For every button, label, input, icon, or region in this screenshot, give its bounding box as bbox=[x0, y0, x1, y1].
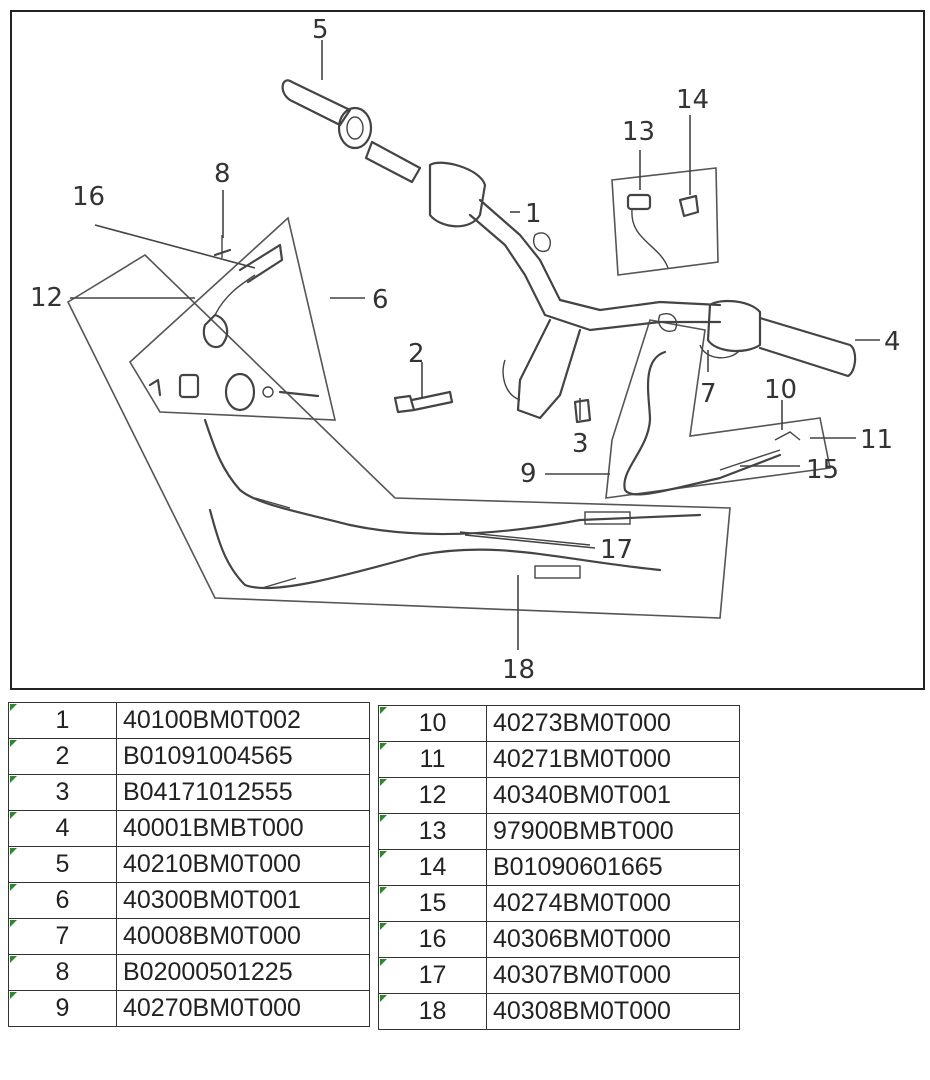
part-number: 40271BM0T000 bbox=[486, 741, 740, 778]
item-number: 11 bbox=[378, 741, 487, 778]
item-number: 2 bbox=[8, 738, 117, 775]
leader-lines bbox=[70, 40, 880, 650]
outline-group-6 bbox=[128, 216, 337, 421]
throttle-cables bbox=[203, 418, 702, 590]
bolt-part bbox=[393, 390, 454, 414]
callout-label: 4 bbox=[884, 327, 901, 357]
callout-label: 6 bbox=[372, 285, 389, 315]
item-number: 18 bbox=[378, 993, 487, 1030]
grip-part bbox=[281, 79, 422, 184]
item-number: 9 bbox=[8, 990, 117, 1027]
callout-label: 15 bbox=[806, 455, 839, 485]
exploded-parts-diagram: 1 2 3 4 5 6 7 8 9 10 11 12 13 14 15 16 1… bbox=[30, 15, 901, 685]
item-number: 14 bbox=[378, 849, 487, 886]
part-number: B02000501225 bbox=[116, 954, 370, 991]
part-number: 40273BM0T000 bbox=[486, 705, 740, 742]
diagram-frame bbox=[10, 10, 925, 690]
part-number: 40008BM0T000 bbox=[116, 918, 370, 955]
switch-part bbox=[626, 193, 700, 269]
callout-label: 10 bbox=[764, 375, 797, 405]
item-number: 6 bbox=[8, 882, 117, 919]
outline-group-12 bbox=[66, 253, 731, 619]
item-number: 13 bbox=[378, 813, 487, 850]
item-number: 8 bbox=[8, 954, 117, 991]
callout-label: 11 bbox=[860, 425, 893, 455]
callout-label: 9 bbox=[520, 459, 537, 489]
callout-label: 14 bbox=[676, 85, 709, 115]
callout-label: 2 bbox=[408, 339, 425, 369]
part-number: 40270BM0T000 bbox=[116, 990, 370, 1027]
part-number: 40210BM0T000 bbox=[116, 846, 370, 883]
item-number: 5 bbox=[8, 846, 117, 883]
item-number: 10 bbox=[378, 705, 487, 742]
item-number: 15 bbox=[378, 885, 487, 922]
part-number: 40306BM0T000 bbox=[486, 921, 740, 958]
item-number: 1 bbox=[8, 702, 117, 739]
callout-label: 17 bbox=[600, 535, 633, 565]
part-number: 40001BMBT000 bbox=[116, 810, 370, 847]
part-number: 97900BMBT000 bbox=[486, 813, 740, 850]
callout-label: 3 bbox=[572, 429, 589, 459]
mount-parts bbox=[148, 235, 320, 412]
screw-part bbox=[573, 398, 592, 424]
callout-label: 5 bbox=[312, 15, 329, 45]
part-number: 40300BM0T001 bbox=[116, 882, 370, 919]
part-number: 40307BM0T000 bbox=[486, 957, 740, 994]
outline-group-9 bbox=[605, 319, 831, 499]
handlebar-part bbox=[428, 161, 722, 420]
item-number: 12 bbox=[378, 777, 487, 814]
part-number: B01090601665 bbox=[486, 849, 740, 886]
part-number: 40274BM0T000 bbox=[486, 885, 740, 922]
part-number: B04171012555 bbox=[116, 774, 370, 811]
item-number: 17 bbox=[378, 957, 487, 994]
callout-label: 1 bbox=[525, 199, 542, 229]
brake-cable bbox=[623, 350, 801, 496]
callout-label: 18 bbox=[502, 655, 535, 685]
outline-group-13-14 bbox=[611, 167, 719, 276]
right-grip-part bbox=[699, 299, 857, 378]
item-number: 3 bbox=[8, 774, 117, 811]
item-number: 4 bbox=[8, 810, 117, 847]
callout-label: 13 bbox=[622, 117, 655, 147]
part-number: 40100BM0T002 bbox=[116, 702, 370, 739]
callout-label: 8 bbox=[214, 159, 231, 189]
part-number: 40340BM0T001 bbox=[486, 777, 740, 814]
item-number: 7 bbox=[8, 918, 117, 955]
callout-label: 16 bbox=[72, 182, 105, 212]
item-number: 16 bbox=[378, 921, 487, 958]
callout-label: 12 bbox=[30, 283, 63, 313]
callout-label: 7 bbox=[700, 379, 717, 409]
part-number: B01091004565 bbox=[116, 738, 370, 775]
part-number: 40308BM0T000 bbox=[486, 993, 740, 1030]
